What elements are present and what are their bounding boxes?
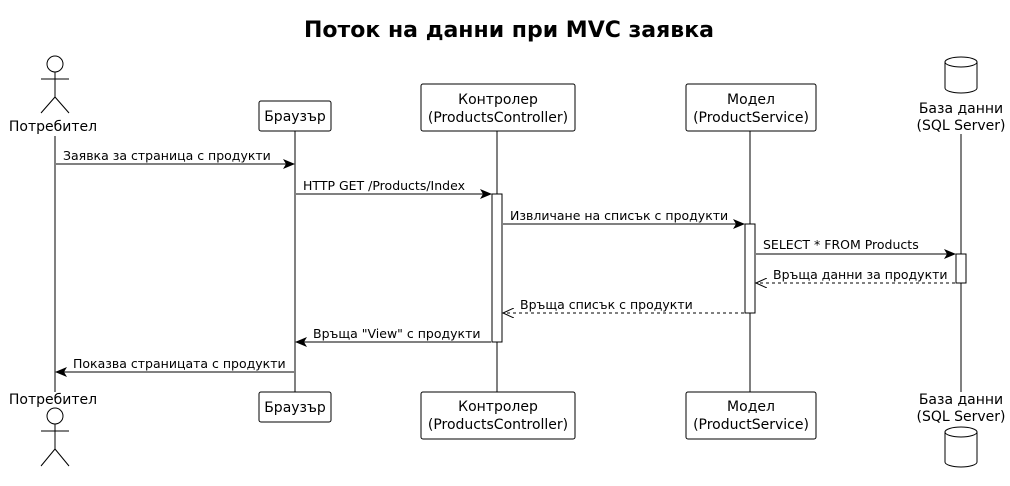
database-icon xyxy=(944,426,978,468)
participant-label: Браузър xyxy=(264,109,326,125)
message-label: HTTP GET /Products/Index xyxy=(303,178,465,193)
participant-label-line2: (SQL Server) xyxy=(917,409,1006,425)
message-8: Показва страницата с продукти xyxy=(55,356,294,377)
message-1: Заявка за страница с продукти xyxy=(56,148,295,169)
activation-db xyxy=(955,253,967,284)
participant-model-bottom: Модел (ProductService) xyxy=(685,391,817,440)
participant-label-line2: (SQL Server) xyxy=(917,118,1006,134)
message-6-return: Връща списък с продукти xyxy=(503,297,744,313)
participant-label-line1: Контролер xyxy=(458,92,538,108)
participant-db-bottom: База данни (SQL Server) xyxy=(917,392,1006,468)
participant-label: Потребител xyxy=(9,392,97,408)
participant-label-line1: База данни xyxy=(919,101,1003,117)
participant-browser-bottom: Браузър xyxy=(258,391,332,423)
participant-browser-top: Браузър xyxy=(258,100,332,132)
participant-label: Потребител xyxy=(9,119,97,135)
message-label: Връща данни за продукти xyxy=(773,267,948,282)
diagram-title: Поток на данни при MVC заявка xyxy=(304,18,714,43)
participant-controller-top: Контролер (ProductsController) xyxy=(420,83,576,132)
message-5-return: Връща данни за продукти xyxy=(756,267,955,283)
participant-controller-bottom: Контролер (ProductsController) xyxy=(420,391,576,440)
message-3: Извличане на списък с продукти xyxy=(503,208,745,229)
participant-user-top: Потребител xyxy=(9,55,97,135)
activation-model xyxy=(744,223,756,314)
participant-label-line1: Модел xyxy=(727,92,775,108)
message-label: Връща "View" с продукти xyxy=(313,326,480,341)
participant-label-line1: Модел xyxy=(727,399,775,415)
message-label: Извличане на списък с продукти xyxy=(510,208,728,223)
actor-icon xyxy=(40,407,70,467)
participant-model-top: Модел (ProductService) xyxy=(685,83,817,132)
participant-db-top: База данни (SQL Server) xyxy=(917,56,1006,134)
message-4: SELECT * FROM Products xyxy=(756,237,956,259)
participant-label-line1: База данни xyxy=(919,392,1003,408)
activation-controller xyxy=(491,193,503,343)
actor-icon xyxy=(40,55,70,114)
message-7: Връща "View" с продукти xyxy=(295,326,491,347)
participant-label-line2: (ProductsController) xyxy=(428,417,568,433)
participant-label-line2: (ProductsController) xyxy=(428,110,568,126)
database-icon xyxy=(944,56,978,94)
participant-label-line2: (ProductService) xyxy=(693,417,809,433)
participant-user-bottom: Потребител xyxy=(9,392,97,467)
message-label: Връща списък с продукти xyxy=(520,297,693,312)
message-label: Заявка за страница с продукти xyxy=(63,148,271,163)
participant-label-line2: (ProductService) xyxy=(693,110,809,126)
participant-label: Браузър xyxy=(264,400,326,416)
message-label: Показва страницата с продукти xyxy=(73,356,286,371)
message-label: SELECT * FROM Products xyxy=(763,237,919,252)
message-2: HTTP GET /Products/Index xyxy=(296,178,492,199)
participant-label-line1: Контролер xyxy=(458,399,538,415)
